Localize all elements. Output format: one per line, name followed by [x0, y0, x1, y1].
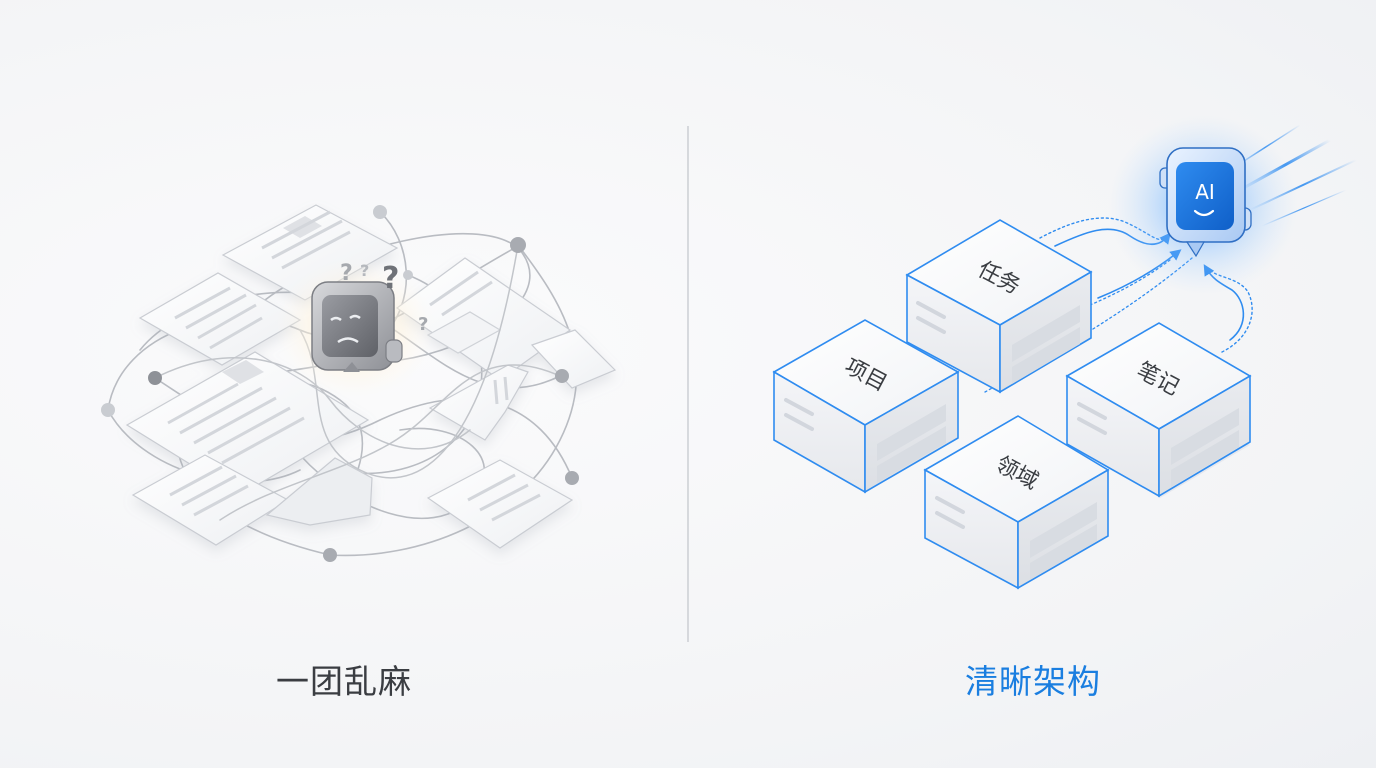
question-mark: ?	[340, 261, 353, 286]
module-box-projects: 项目	[772, 319, 960, 494]
tangle-node	[555, 369, 569, 383]
paper-stack	[125, 204, 617, 549]
tangle-node	[565, 471, 579, 485]
module-box-tasks: 任务	[905, 219, 1093, 394]
paper-card	[395, 257, 572, 381]
tangle-node	[323, 548, 337, 562]
tangle-node	[403, 270, 413, 280]
paper-card	[131, 454, 290, 546]
caption-clear-architecture: 清晰架构	[965, 662, 1101, 701]
paper-card	[125, 351, 370, 496]
tangle-node	[101, 403, 115, 417]
paper-card	[428, 364, 529, 441]
tangle-node	[510, 237, 526, 253]
module-box-domains: 领域	[923, 415, 1110, 590]
question-mark: ?	[418, 314, 428, 335]
module-box-notes: 笔记	[1065, 322, 1252, 498]
tangle-node	[373, 205, 387, 219]
paper-card	[426, 459, 574, 549]
paper-card	[265, 457, 373, 526]
question-marks: ? ? ? ?	[340, 261, 428, 335]
paper-card	[221, 204, 399, 301]
tangle-node	[148, 371, 162, 385]
question-mark: ?	[360, 261, 369, 280]
tangle-nodes	[101, 205, 579, 562]
ai-robot-icon: AI	[1159, 147, 1252, 258]
ai-label: AI	[1195, 180, 1215, 204]
tangled-mess-illustration: ? ? ? ?	[101, 204, 617, 562]
question-mark: ?	[382, 261, 399, 296]
clean-architecture-illustration: 任务 项目 笔记	[772, 115, 1357, 590]
connector	[1089, 259, 1171, 306]
caption-tangled-mess: 一团乱麻	[276, 662, 412, 701]
confused-robot-icon	[311, 281, 403, 372]
